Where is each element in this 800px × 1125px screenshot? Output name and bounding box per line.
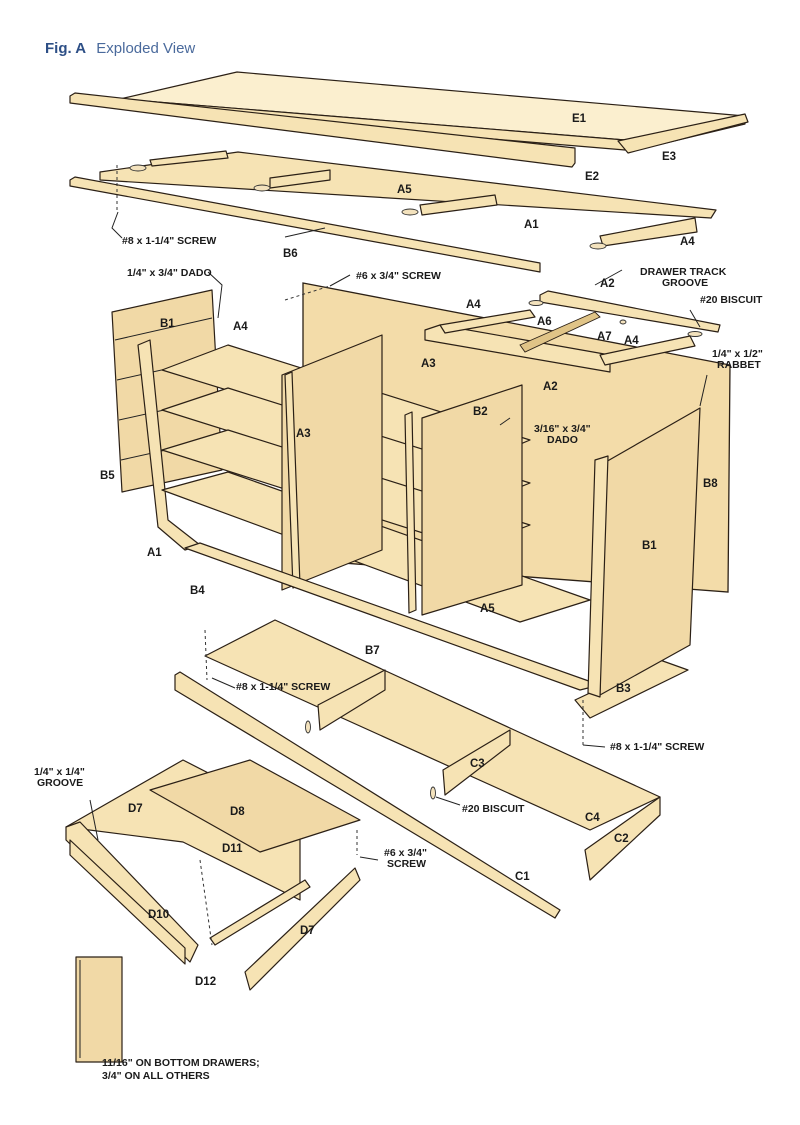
annotation-rabbet-2: RABBET xyxy=(717,359,761,371)
edging-E3 xyxy=(617,113,749,154)
label-A4-frame-right: A4 xyxy=(624,335,639,347)
label-B4: B4 xyxy=(190,585,205,597)
annotation-screw-6-top: #6 x 3/4" SCREW xyxy=(356,270,441,282)
detail-inset xyxy=(75,956,123,1063)
label-C2: C2 xyxy=(614,833,629,845)
label-E3: E3 xyxy=(662,151,676,163)
annotation-screw-8-base-right: #8 x 1-1/4" SCREW xyxy=(610,741,704,753)
label-A4-frame-left: A4 xyxy=(466,299,481,311)
label-A1-top: A1 xyxy=(524,219,539,231)
label-D8: D8 xyxy=(230,806,245,818)
label-A6: A6 xyxy=(537,316,552,328)
label-A1-case: A1 xyxy=(147,547,162,559)
label-A7: A7 xyxy=(597,331,612,343)
label-B6: B6 xyxy=(283,248,298,260)
figure-title: Fig. A Exploded View xyxy=(45,40,195,57)
drawer xyxy=(65,759,361,991)
label-B5: B5 xyxy=(100,470,115,482)
figure-number: Fig. A xyxy=(45,40,87,57)
annotation-groove-2: GROOVE xyxy=(37,777,83,789)
label-A3-right: A3 xyxy=(421,358,436,370)
label-B8: B8 xyxy=(703,478,718,490)
edging-E2 xyxy=(69,92,576,168)
annotation-detail-2: 3/4" ON ALL OTHERS xyxy=(102,1070,210,1082)
figure-name: Exploded View xyxy=(96,40,196,57)
label-C4: C4 xyxy=(585,812,600,824)
annotation-rabbet-1: 1/4" x 1/2" xyxy=(712,348,763,360)
front-posts-B7 xyxy=(284,371,417,614)
annotation-biscuit-base: #20 BISCUIT xyxy=(462,803,525,815)
label-A5-top: A5 xyxy=(397,184,412,196)
annotation-screw-8-top: #8 x 1-1/4" SCREW xyxy=(122,235,216,247)
label-C1: C1 xyxy=(515,871,530,883)
annotation-dado-quarter: 1/4" x 3/4" DADO xyxy=(127,267,212,279)
label-E2: E2 xyxy=(585,171,599,183)
label-B7: B7 xyxy=(365,645,380,657)
label-A4-top: A4 xyxy=(680,236,695,248)
label-D7-front: D7 xyxy=(300,925,315,937)
label-D12: D12 xyxy=(195,976,216,988)
annotation-dado-3-16-1: 3/16" x 3/4" xyxy=(534,423,591,435)
base-frame xyxy=(174,619,661,919)
label-D11: D11 xyxy=(222,843,243,855)
label-B1-left: B1 xyxy=(160,318,175,330)
label-A4-case: A4 xyxy=(233,321,248,333)
annotation-screw-6-drawer-2: SCREW xyxy=(387,858,426,870)
label-D10: D10 xyxy=(148,909,169,921)
annotation-dado-3-16-2: DADO xyxy=(547,434,578,446)
label-A2-top: A2 xyxy=(600,278,615,290)
annotation-screw-6-drawer-1: #6 x 3/4" xyxy=(384,847,427,859)
label-E1: E1 xyxy=(572,113,587,125)
label-B1-right: B1 xyxy=(642,540,657,552)
annotation-drawer-track-1: DRAWER TRACK xyxy=(640,266,727,278)
annotation-detail-1: 11/16" ON BOTTOM DRAWERS; xyxy=(102,1057,260,1069)
label-B2: B2 xyxy=(473,406,488,418)
annotation-screw-8-base-left: #8 x 1-1/4" SCREW xyxy=(236,681,330,693)
label-A2-bottom: A2 xyxy=(543,381,558,393)
upper-drawer-frame xyxy=(424,290,721,373)
annotation-drawer-track-2: GROOVE xyxy=(662,277,708,289)
annotation-groove-1: 1/4" x 1/4" xyxy=(34,766,85,778)
label-B3: B3 xyxy=(616,683,631,695)
label-C3: C3 xyxy=(470,758,485,770)
annotation-biscuit-top: #20 BISCUIT xyxy=(700,294,763,306)
label-D7-back: D7 xyxy=(128,803,143,815)
rail-B6 xyxy=(69,176,541,273)
side-panel-B1-right xyxy=(587,407,701,698)
top-web-frame xyxy=(99,150,717,250)
label-A3-left: A3 xyxy=(296,428,311,440)
label-A5-case: A5 xyxy=(480,603,495,615)
dividers xyxy=(281,334,523,616)
